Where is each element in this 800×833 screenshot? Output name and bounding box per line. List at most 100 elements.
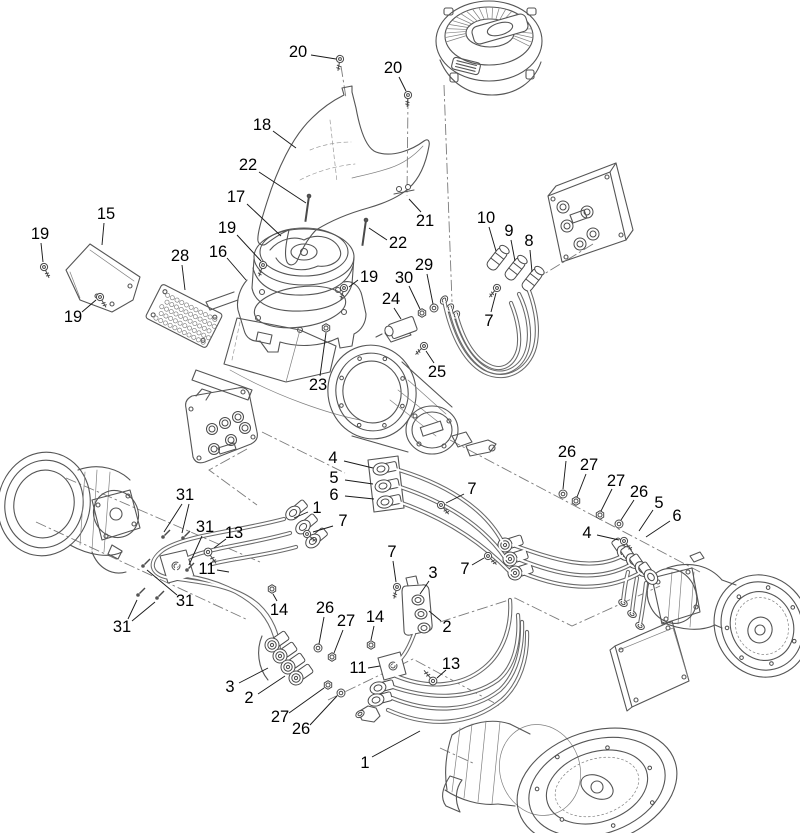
perforation-hole [196, 337, 201, 343]
hose-core [630, 576, 639, 614]
perforation-hole [173, 311, 179, 317]
leader-line [600, 488, 613, 512]
perforation-hole [164, 306, 169, 312]
leader-line [371, 730, 421, 758]
callout-15: 15 [97, 205, 115, 223]
hose-group-mid-art [367, 455, 662, 632]
bolt-hole [400, 403, 405, 409]
callout-13: 13 [225, 524, 243, 542]
callout-5: 5 [329, 469, 338, 487]
perforation-hole [206, 328, 212, 334]
perforation-hole [187, 318, 193, 324]
hose-core [174, 531, 292, 656]
bolt-hole [339, 375, 344, 381]
bolt-hole [559, 817, 565, 822]
leader-line [638, 509, 654, 532]
leader-line [645, 520, 671, 538]
leader-line [40, 242, 44, 263]
callout-27: 27 [607, 472, 625, 490]
perforation-hole [187, 325, 192, 331]
callout-26: 26 [558, 443, 576, 461]
perforation-hole [201, 325, 207, 331]
callout-20: 20 [384, 59, 402, 77]
perforation-hole [162, 320, 168, 326]
hose-core [442, 284, 538, 378]
callout-18: 18 [253, 116, 271, 134]
leader-line [425, 350, 435, 364]
callout-27: 27 [337, 612, 355, 630]
perforation-hole [205, 335, 211, 341]
leader-line [163, 503, 183, 533]
perforation-hole [182, 323, 188, 329]
perforation-hole [191, 327, 197, 333]
callout-9: 9 [504, 222, 513, 240]
perforation-hole [186, 332, 192, 338]
bolt-hole [382, 356, 388, 362]
fasteners-art [38, 54, 635, 698]
callout-1: 1 [360, 754, 369, 772]
leader-line [272, 130, 297, 149]
callout-31: 31 [176, 486, 194, 504]
bolt-hole [765, 585, 771, 590]
fan-fin [445, 35, 466, 43]
callout-29: 29 [415, 256, 433, 274]
callout-21: 21 [416, 212, 434, 230]
callout-30: 30 [395, 269, 413, 287]
hose-group-fan-art [438, 243, 547, 379]
perforated-plate-art [145, 284, 223, 348]
perforation-hole [182, 316, 188, 322]
hose-core [454, 301, 521, 370]
perforation-hole [192, 321, 198, 327]
perforation-hole [172, 325, 178, 331]
callout-28: 28 [171, 247, 189, 265]
fan-fin [444, 33, 466, 38]
frame-plates-art [191, 317, 361, 421]
leader-line [436, 669, 447, 679]
perforation-hole [165, 292, 171, 298]
callout-5: 5 [654, 494, 663, 512]
hose-group-bottom-art [353, 612, 530, 724]
perforation-hole [163, 313, 169, 319]
callout-31: 31 [176, 592, 194, 610]
leader-line [367, 665, 381, 669]
leader-line [596, 534, 620, 541]
callout-4: 4 [328, 449, 337, 467]
fan-fin [495, 7, 500, 20]
perforation-hole [184, 302, 189, 308]
leader-line [398, 76, 407, 92]
leader-line [272, 593, 278, 602]
solenoid-24-art [375, 316, 418, 340]
fan-fin [514, 33, 534, 39]
hose-core [210, 545, 298, 566]
callout-8: 8 [524, 232, 533, 250]
leader-line [312, 525, 334, 533]
bolt-hole [610, 823, 616, 828]
leader-line [370, 625, 375, 641]
callout-10: 10 [477, 209, 495, 227]
leader-line [344, 479, 374, 485]
callout-26: 26 [316, 599, 334, 617]
perforation-hole [181, 330, 187, 335]
callout-27: 27 [580, 456, 598, 474]
clip-21-art [393, 184, 415, 195]
bolt-hole [736, 594, 742, 600]
mid-manifold-art [377, 575, 513, 687]
perforation-hole [153, 315, 159, 321]
hose-core [621, 570, 630, 603]
bolt-hole [791, 638, 797, 644]
callout-31: 31 [196, 518, 214, 536]
hose-core [638, 581, 648, 626]
leader-line [310, 54, 337, 60]
callout-19: 19 [360, 268, 378, 286]
perforation-hole [167, 322, 173, 328]
leader-line [576, 473, 587, 498]
callout-24: 24 [382, 290, 400, 308]
hose-core [390, 466, 505, 545]
hose-core [151, 517, 286, 652]
perforation-hole [202, 312, 208, 318]
port-plate-art [185, 387, 258, 464]
perforation-hole [198, 309, 204, 315]
perforation-hole [191, 334, 197, 340]
